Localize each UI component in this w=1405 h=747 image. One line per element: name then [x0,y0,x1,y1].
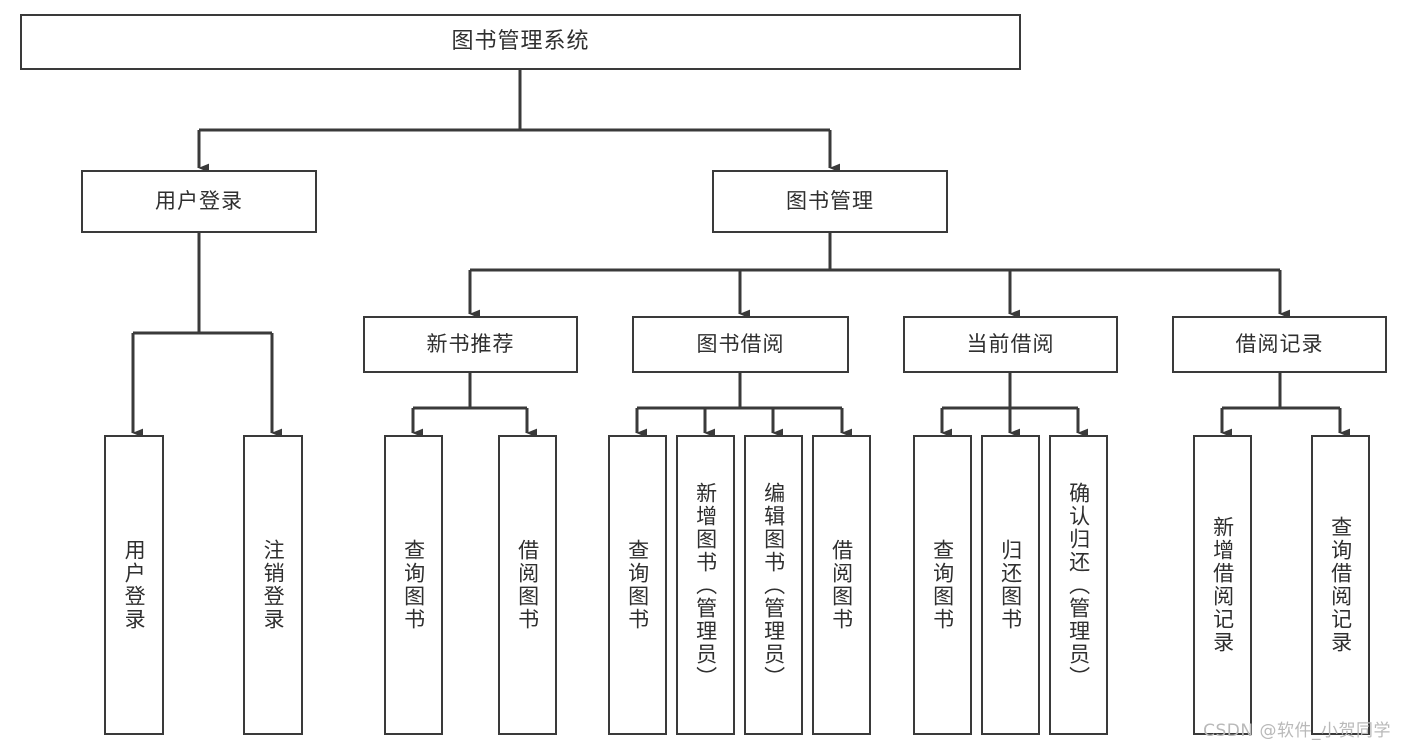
watermark-text: CSDN @软件_小贺同学 [1203,721,1391,741]
node-label: 查询借阅记录 [1328,516,1353,654]
leaf-book-borrow-add[interactable]: 新增图书（管理员） [676,435,735,735]
node-label: 借阅图书 [515,539,540,631]
node-label: 借阅记录 [1235,331,1324,356]
node-label: 确认归还（管理员） [1066,481,1091,689]
node-label: 借阅图书 [829,539,854,631]
node-label: 注销登录 [261,539,286,631]
leaf-book-borrow-edit[interactable]: 编辑图书（管理员） [744,435,803,735]
leaf-new-book-query[interactable]: 查询图书 [384,435,443,735]
node-label: 编辑图书（管理员） [761,481,786,689]
node-label: 归还图书 [998,539,1023,631]
node-book-management[interactable]: 图书管理 [712,170,948,233]
node-label: 新增借阅记录 [1210,516,1235,654]
node-label: 查询图书 [401,539,426,631]
node-current-borrow[interactable]: 当前借阅 [903,316,1118,373]
node-label: 图书管理系统 [451,28,590,54]
leaf-borrow-record-add[interactable]: 新增借阅记录 [1193,435,1252,735]
node-borrow-record[interactable]: 借阅记录 [1172,316,1387,373]
node-label: 用户登录 [122,539,147,631]
node-user-login[interactable]: 用户登录 [81,170,317,233]
node-new-book-recommend[interactable]: 新书推荐 [363,316,578,373]
node-label: 新增图书（管理员） [693,481,718,689]
node-label: 图书借阅 [696,331,785,356]
leaf-book-borrow-lend[interactable]: 借阅图书 [812,435,871,735]
node-label: 图书管理 [786,188,874,213]
node-label: 查询图书 [930,539,955,631]
leaf-new-book-borrow[interactable]: 借阅图书 [498,435,557,735]
leaf-borrow-record-query[interactable]: 查询借阅记录 [1311,435,1370,735]
node-label: 当前借阅 [966,331,1055,356]
leaf-current-borrow-query[interactable]: 查询图书 [913,435,972,735]
leaf-user-login-signout[interactable]: 注销登录 [243,435,303,735]
node-label: 用户登录 [155,188,243,213]
node-label: 查询图书 [625,539,650,631]
leaf-book-borrow-query[interactable]: 查询图书 [608,435,667,735]
leaf-current-borrow-return[interactable]: 归还图书 [981,435,1040,735]
leaf-current-borrow-confirm-return[interactable]: 确认归还（管理员） [1049,435,1108,735]
node-label: 新书推荐 [426,331,515,356]
node-root-system[interactable]: 图书管理系统 [20,14,1021,70]
node-book-borrow[interactable]: 图书借阅 [632,316,849,373]
leaf-user-login-signin[interactable]: 用户登录 [104,435,164,735]
